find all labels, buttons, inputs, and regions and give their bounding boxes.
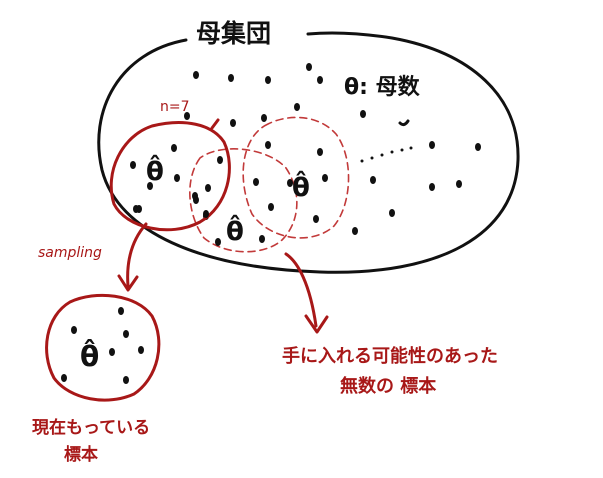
sampling-arrow xyxy=(126,222,148,288)
population-title: 母集団 xyxy=(196,19,271,48)
current-sample-label-2: 標本 xyxy=(64,444,98,465)
population-outline xyxy=(97,31,520,274)
ellipsis-dots xyxy=(360,146,413,163)
possible-sample-outline xyxy=(242,116,350,239)
observed-sample-points xyxy=(130,144,209,218)
population-point xyxy=(456,180,462,188)
sample-size-pointer xyxy=(210,118,220,130)
observed-sample-estimate: θ̂ xyxy=(146,153,164,187)
population-point xyxy=(261,114,267,122)
possible-samples-label: 手に入れる可能性のあった xyxy=(282,345,498,367)
population-point xyxy=(228,74,234,82)
population-point xyxy=(389,209,395,217)
population-point xyxy=(429,141,435,149)
possible-samples-arrow xyxy=(284,252,318,328)
population-point xyxy=(398,119,410,127)
population-point xyxy=(193,71,199,79)
possible-sample-estimate: θ̂ xyxy=(292,169,310,203)
population-point xyxy=(184,112,190,120)
possible-samples-arrowhead xyxy=(304,314,329,334)
population-point xyxy=(306,63,312,71)
observed-sample-outline xyxy=(109,121,231,232)
population-point xyxy=(294,103,300,111)
population-point xyxy=(317,76,323,84)
possible-samples-label-2: 無数の 標本 xyxy=(340,375,436,397)
possible-sample-outline xyxy=(189,148,298,253)
parameter-label: θ: 母数 xyxy=(344,74,421,100)
possible-sample-estimate: θ̂ xyxy=(226,213,244,247)
population-point xyxy=(360,110,366,118)
population-point xyxy=(475,143,481,151)
population-point xyxy=(265,76,271,84)
current-sample-label: 現在もっている xyxy=(32,417,150,438)
population-point xyxy=(370,176,376,184)
sampling-arrowhead xyxy=(117,274,139,292)
population-points xyxy=(133,63,481,235)
population-point xyxy=(352,227,358,235)
population-point xyxy=(429,183,435,191)
sample-size-label: n=7 xyxy=(160,99,190,115)
current-sample-estimate: θ̂ xyxy=(80,337,99,373)
population-point xyxy=(230,119,236,127)
current-sample-points xyxy=(61,307,144,384)
current-sample-outline xyxy=(45,293,161,402)
sampling-label: sampling xyxy=(38,245,102,261)
